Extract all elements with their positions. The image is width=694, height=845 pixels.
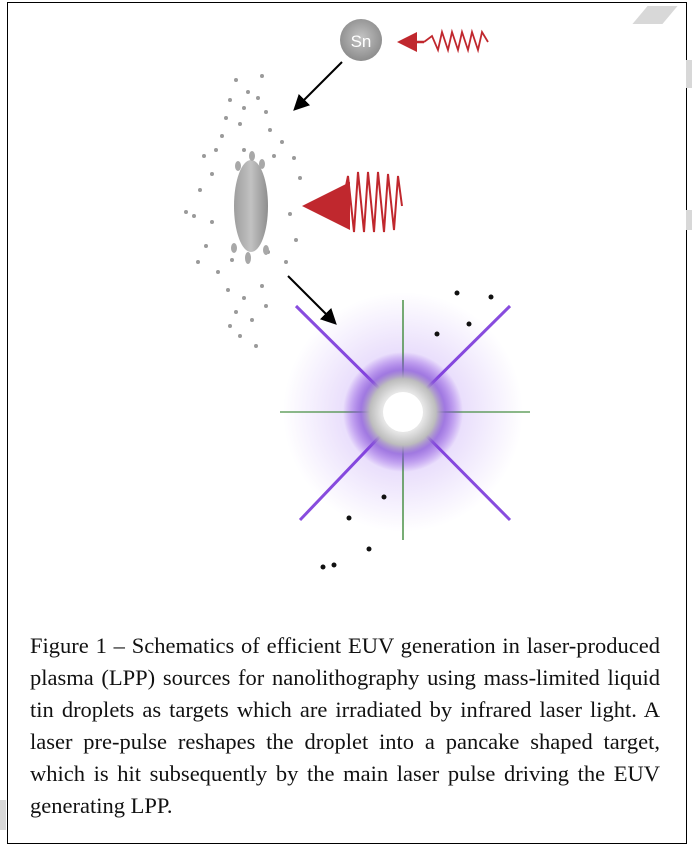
figure-caption: Figure 1 – Schematics of efficient EUV g… — [30, 633, 660, 818]
schematic-figure: Sn — [184, 19, 530, 570]
main-pulse-laser-wave — [302, 171, 403, 233]
arrow-pancake-to-plasma — [287, 275, 337, 325]
arrow-droplet-to-pancake — [293, 61, 343, 111]
euv-plasma — [280, 292, 530, 540]
edge-mark — [0, 800, 6, 830]
edge-mark — [686, 210, 692, 230]
pancake-target — [231, 151, 269, 264]
tin-droplet: Sn — [340, 19, 382, 61]
droplet-label: Sn — [351, 32, 372, 51]
fragment-dots — [184, 74, 302, 348]
ejected-particles — [320, 290, 494, 570]
pre-pulse-laser-wave — [397, 28, 489, 54]
edge-mark — [686, 60, 692, 88]
